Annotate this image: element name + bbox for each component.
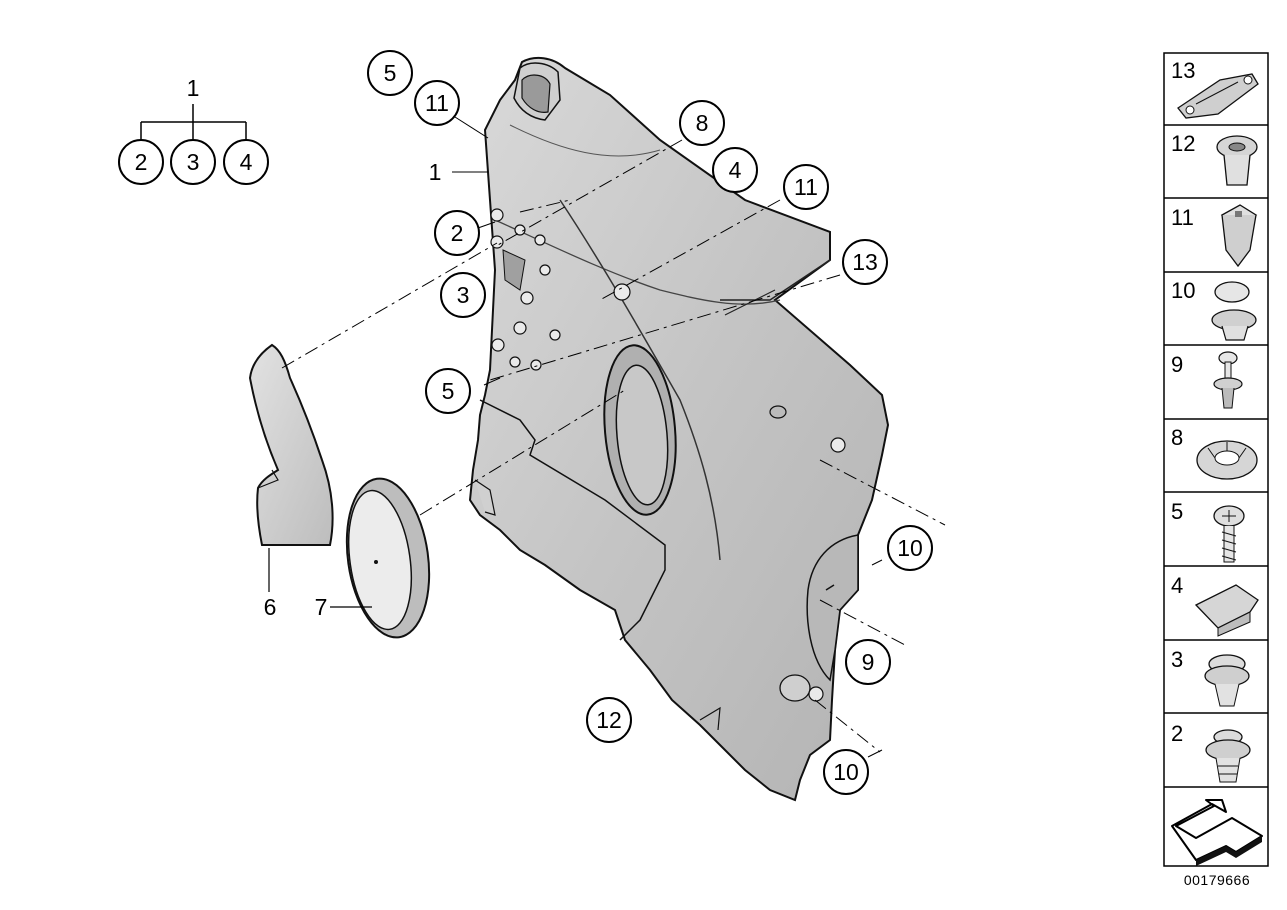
label-7: 7 [315,594,328,620]
svg-text:9: 9 [1171,352,1183,377]
legend-item-12[interactable]: 12 [1171,131,1258,186]
svg-text:8: 8 [1171,425,1183,450]
group-child-4[interactable]: 4 [223,139,269,185]
legend-item-2[interactable]: 2 [1171,721,1251,783]
fir-tree-clip-icon [1205,729,1251,783]
callout-3[interactable]: 3 [440,272,486,318]
callout-9[interactable]: 9 [845,639,891,685]
svg-text:12: 12 [1171,131,1195,156]
svg-text:4: 4 [240,149,253,175]
group-child-3[interactable]: 3 [170,139,216,185]
svg-text:2: 2 [1171,721,1183,746]
callout-5-mid[interactable]: 5 [425,368,471,414]
lateral-trim-panel [468,56,890,802]
panel-clip-icon [1177,73,1259,119]
callout-11-top[interactable]: 11 [414,80,460,126]
svg-text:10: 10 [897,535,923,561]
expanding-rivet-icon [1204,654,1250,707]
legend-item-10[interactable]: 10 [1171,278,1257,341]
callout-13[interactable]: 13 [842,239,888,285]
callout-5-top[interactable]: 5 [367,50,413,96]
callout-12[interactable]: 12 [586,697,632,743]
part-6-cover [248,343,334,592]
trim-panel-drawing [468,56,890,802]
legend-item-4[interactable]: 4 [1171,573,1259,637]
dashed-lines [281,139,946,753]
svg-text:12: 12 [596,707,622,733]
parts-legend: 13 12 11 [1163,52,1269,867]
svg-text:8: 8 [696,110,709,136]
reference-number: 00179666 [1184,872,1250,888]
leader-lines [452,116,883,758]
square-nut-icon [1220,204,1258,268]
svg-text:2: 2 [135,149,148,175]
label-1: 1 [429,159,442,185]
svg-text:11: 11 [1171,205,1194,230]
svg-text:3: 3 [1171,647,1183,672]
callout-10-upper[interactable]: 10 [887,525,933,571]
callout-10-lower[interactable]: 10 [823,749,869,795]
push-rivet-icon [1213,351,1243,409]
part-7-speaker-cover [330,477,431,639]
svg-text:13: 13 [852,249,878,275]
svg-text:9: 9 [862,649,875,675]
svg-text:5: 5 [384,60,397,86]
spring-clip-icon [1194,584,1259,637]
svg-text:2: 2 [451,220,464,246]
svg-text:4: 4 [1171,573,1183,598]
label-6: 6 [264,594,277,620]
cap-clip-icon [1211,281,1257,341]
callout-4[interactable]: 4 [712,147,758,193]
group-child-2[interactable]: 2 [118,139,164,185]
expanding-nut-icon [1216,135,1258,186]
speed-nut-icon [1196,440,1258,480]
svg-text:5: 5 [1171,499,1183,524]
svg-text:13: 13 [1171,58,1195,83]
direction-arrow-icon [1171,799,1263,866]
svg-text:11: 11 [425,90,449,116]
screw-icon [1213,505,1245,563]
svg-text:4: 4 [729,157,742,183]
callout-8[interactable]: 8 [679,100,725,146]
svg-text:10: 10 [1171,278,1195,303]
svg-text:3: 3 [457,282,470,308]
legend-item-5[interactable]: 5 [1171,499,1245,563]
legend-item-11[interactable]: 11 [1171,204,1258,268]
callout-2[interactable]: 2 [434,210,480,256]
legend-item-3[interactable]: 3 [1171,647,1250,707]
legend-item-13[interactable]: 13 [1171,58,1259,119]
svg-text:11: 11 [794,174,818,200]
legend-item-8[interactable]: 8 [1171,425,1258,480]
svg-text:10: 10 [833,759,859,785]
group-label: 1 [187,75,200,101]
svg-text:3: 3 [187,149,200,175]
part-group-tree: 1 2 3 4 [118,75,269,185]
legend-item-9[interactable]: 9 [1171,351,1243,409]
callout-11-right[interactable]: 11 [783,164,829,210]
svg-text:5: 5 [442,378,455,404]
